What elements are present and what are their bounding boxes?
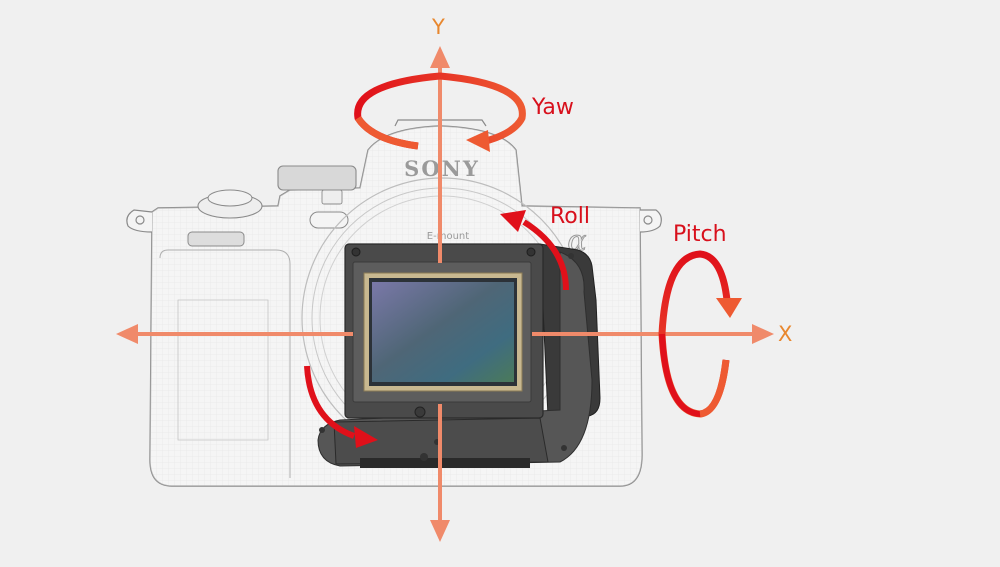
yaw-arrowhead-icon [466, 130, 490, 152]
y-axis-arrow-up-icon [430, 46, 450, 68]
y-axis [430, 46, 450, 542]
pitch-label: Pitch [673, 222, 727, 247]
pitch-arrowhead-icon [716, 298, 742, 318]
stabilization-unit [317, 243, 601, 468]
y-axis-label: Y [432, 15, 445, 39]
yaw-label: Yaw [532, 95, 574, 120]
x-axis [116, 324, 774, 344]
roll-label: Roll [550, 204, 590, 229]
yaw-rotation-arrow [354, 72, 526, 152]
roll-arrowhead-upper-icon [500, 210, 526, 232]
mount-label: E-mount [427, 231, 469, 242]
roll-rotation-arrow-lower [304, 365, 378, 448]
x-axis-label: X [778, 322, 793, 346]
roll-arrowhead-lower-icon [354, 426, 378, 448]
y-axis-arrow-down-icon [430, 520, 450, 542]
pitch-rotation-arrow [658, 250, 742, 418]
x-axis-arrow-left-icon [116, 324, 138, 344]
x-axis-arrow-right-icon [752, 324, 774, 344]
image-sensor [372, 282, 514, 382]
roll-rotation-arrow-upper [500, 210, 569, 291]
